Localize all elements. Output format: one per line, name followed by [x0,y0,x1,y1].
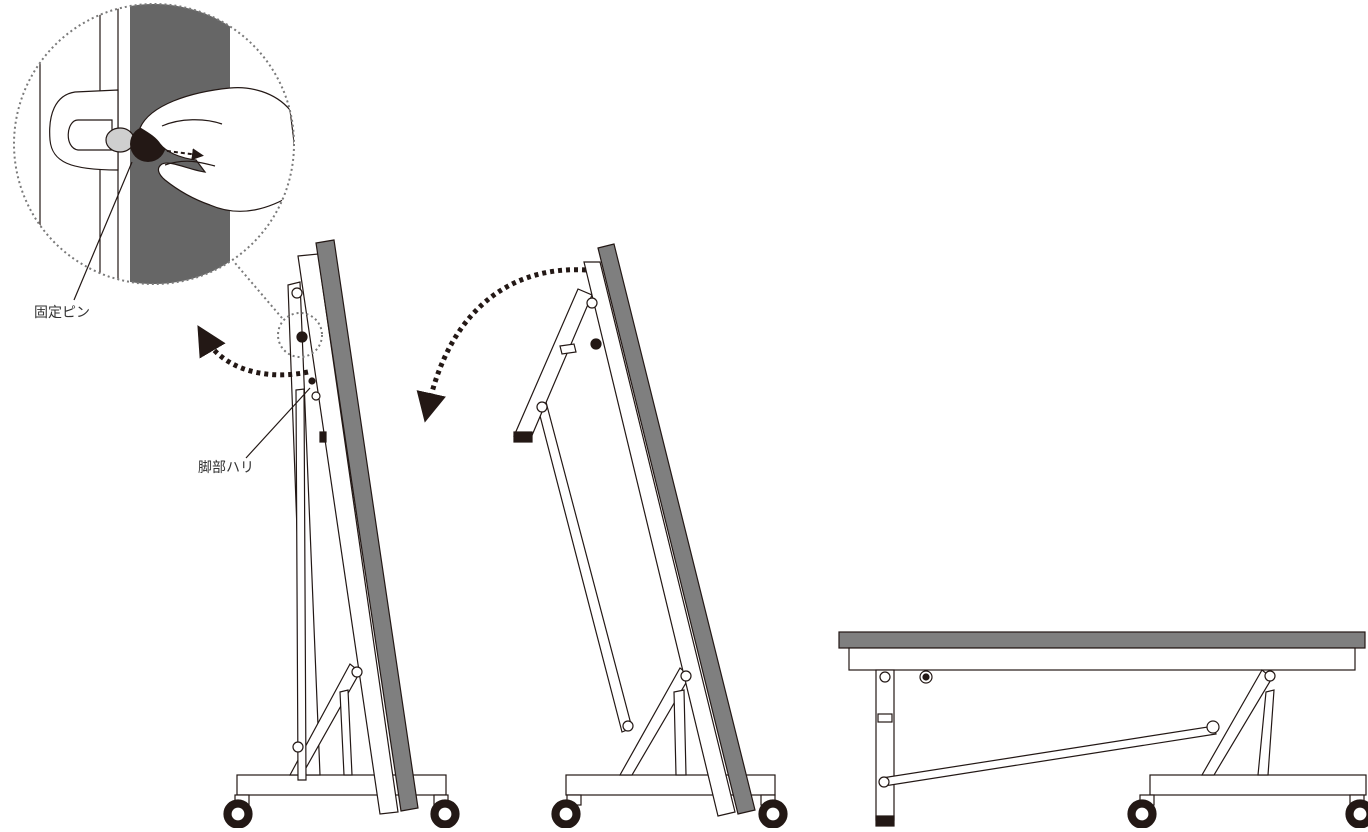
tabletop [838,631,1366,649]
table-tilting-folding [513,243,788,829]
rotate-arrow [197,325,309,378]
leg-strut [295,388,307,781]
rotate-arrow [416,267,587,423]
beam-leader-line [245,387,311,459]
caster-wheel [223,794,253,829]
table-unfolded-flat [838,631,1368,829]
leg-brace [339,689,353,776]
pin-leader-line [73,161,133,301]
tabletop [315,239,419,812]
label-leg-beam: 脚部ハリ [198,460,254,476]
caster-wheel [1345,794,1368,829]
leg-swinging [513,288,593,441]
table-upright-locked [223,239,460,829]
caster-wheel [551,794,582,829]
leg-left [875,669,895,821]
caster-wheel [758,794,788,829]
zoom-locator [277,312,323,358]
caster-wheel [430,794,460,829]
table-frame [297,253,399,815]
table-frame [848,647,1356,671]
base-bar [1149,774,1367,796]
zoom-detail [13,3,295,301]
caster-wheel [1127,794,1157,829]
label-fixing-pin: 固定ピン [34,305,90,321]
tabletop [597,243,756,815]
